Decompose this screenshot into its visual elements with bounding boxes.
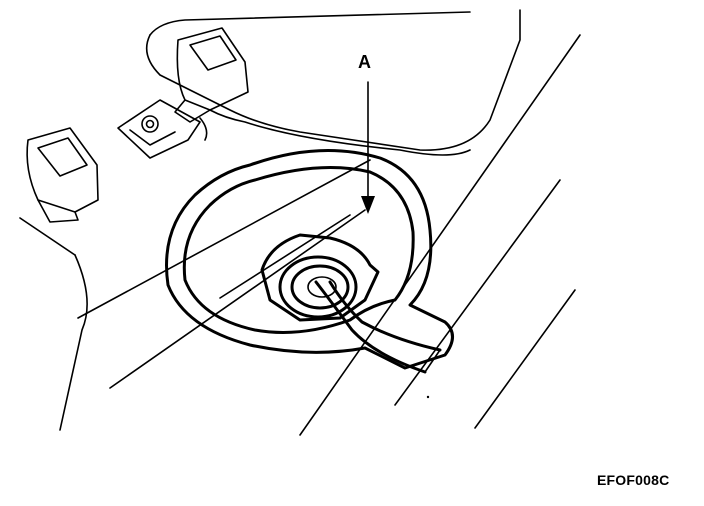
- seat-cushion-line: [149, 11, 471, 36]
- wire-harness: [314, 280, 442, 374]
- wire-grommet: [278, 255, 358, 319]
- seat-belt-buckle-left: [26, 127, 99, 223]
- callout-arrow: [361, 81, 375, 214]
- anchor-bolt-plate: [117, 99, 201, 159]
- seat-belt-buckle-upper: [174, 27, 471, 156]
- figure-code: EFOF008C: [597, 472, 670, 488]
- seat-edge-outline: [145, 9, 521, 151]
- floor-panel-lines: [19, 34, 581, 436]
- callout-label-a: A: [358, 52, 371, 72]
- floor-plug-cover: [165, 148, 454, 370]
- small-dot: [426, 395, 430, 399]
- plug-boss: [260, 233, 380, 322]
